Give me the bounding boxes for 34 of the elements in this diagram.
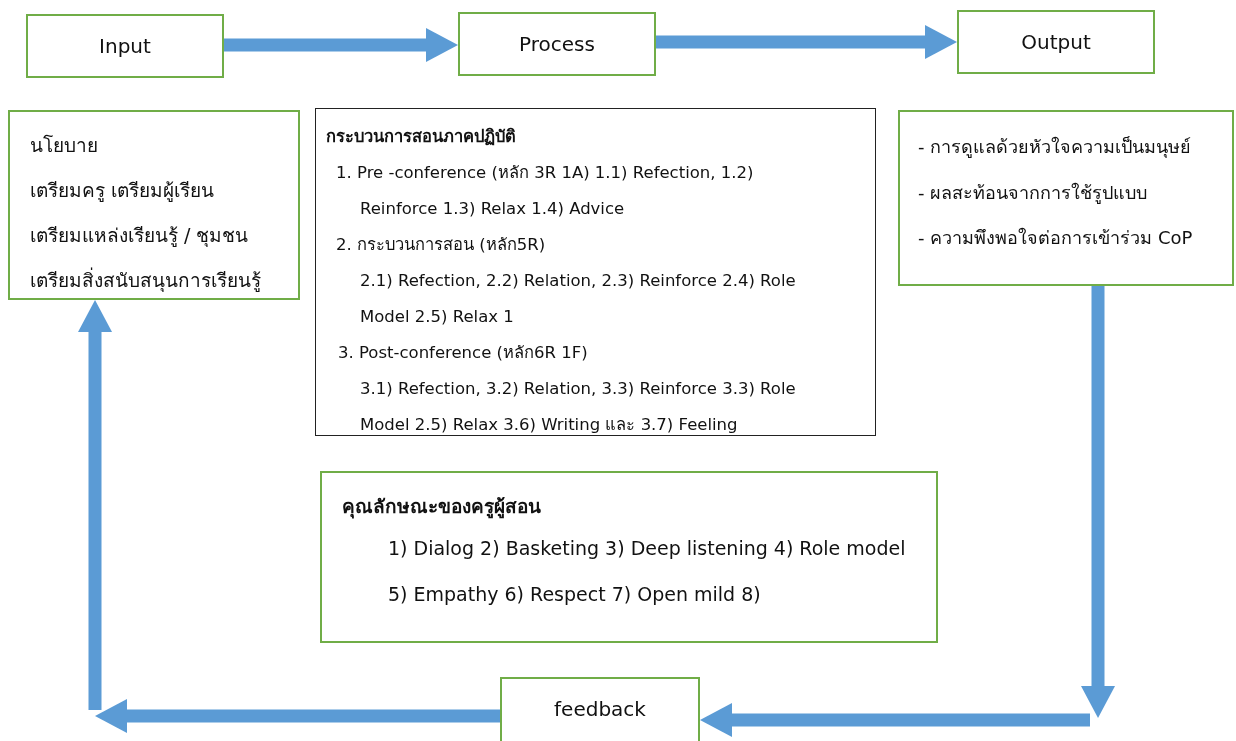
process-box bbox=[8, 110, 300, 300]
body-text: - ความพึงพอใจต่อการเข้าร่วม CoP bbox=[918, 226, 1193, 250]
box-title: Output bbox=[1021, 30, 1091, 54]
arrow bbox=[95, 699, 500, 733]
body-text: เตรียมแหล่งเรียนรู้ / ชุมชน bbox=[30, 223, 249, 249]
process-box bbox=[898, 110, 1234, 286]
body-text: 1) Dialog 2) Basketing 3) Deep listening 4) Role model bbox=[388, 537, 906, 559]
body-text: เตรียมสิ่งสนับสนุนการเรียนรู้ bbox=[30, 266, 261, 294]
body-text: นโยบาย bbox=[30, 133, 98, 158]
heading-text: กระบวนการสอนภาคปฏิบัติ bbox=[326, 126, 516, 148]
body-text: 2. กระบวนการสอน (หลัก5R) bbox=[336, 234, 546, 256]
box-title: Process bbox=[519, 32, 595, 56]
process-box bbox=[26, 14, 224, 78]
process-box bbox=[500, 677, 700, 741]
body-text: 3.1) Refection, 3.2) Relation, 3.3) Reinforce 3.3) Role Model 2.5) Relax 3.6) Writing และ 3.7) Feeling bbox=[360, 378, 797, 436]
body-text: - ผลสะท้อนจากการใช้รูปแบบ bbox=[918, 181, 1148, 206]
arrow bbox=[78, 300, 112, 710]
process-box bbox=[320, 471, 938, 643]
arrow bbox=[656, 25, 957, 59]
arrow bbox=[224, 28, 458, 62]
body-text: 1. Pre -conference (หลัก 3R 1A) 1.1) Refection, 1.2) Reinforce 1.3) Relax 1.4) Advice bbox=[336, 162, 755, 220]
arrow bbox=[1081, 286, 1115, 718]
body-text: 3. Post-conference (หลัก6R 1F) bbox=[338, 342, 588, 364]
heading-text: คุณลักษณะของครูผู้สอน bbox=[342, 494, 541, 521]
body-text: - การดูแลด้วยหัวใจความเป็นมนุษย์ bbox=[918, 135, 1192, 160]
body-text: 5) Empathy 6) Respect 7) Open mild 8) bbox=[388, 583, 761, 605]
body-text: 2.1) Refection, 2.2) Relation, 2.3) Reinforce 2.4) Role Model 2.5) Relax 1 bbox=[360, 270, 797, 328]
box-title: feedback bbox=[554, 697, 646, 721]
process-box bbox=[315, 108, 876, 436]
box-title: Input bbox=[99, 34, 151, 58]
process-box bbox=[957, 10, 1155, 74]
arrow bbox=[700, 703, 1090, 737]
process-box bbox=[458, 12, 656, 76]
body-text: เตรียมครู เตรียมผู้เรียน bbox=[30, 178, 215, 204]
